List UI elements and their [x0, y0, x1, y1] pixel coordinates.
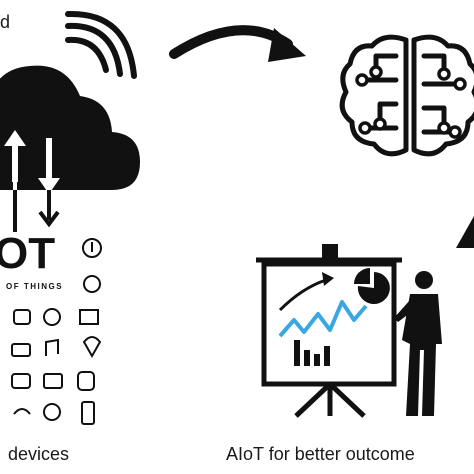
cloud-upload-download-icon	[0, 65, 140, 232]
partial-arrow-icon	[456, 216, 474, 248]
presenter-with-chart-icon	[256, 244, 442, 418]
wifi-signal-icon	[65, 10, 137, 79]
aiot-caption: AIoT for better outcome	[226, 444, 415, 464]
devices-caption: devices	[8, 444, 70, 464]
circuit-brain-icon	[339, 34, 474, 157]
iot-title: OT	[0, 229, 56, 278]
curved-arrow-icon	[169, 25, 306, 62]
cloud-caption: d	[0, 12, 11, 32]
thermometer-icon	[82, 238, 102, 258]
bulb-icon	[83, 275, 101, 293]
iot-subtitle: OF THINGS	[6, 282, 64, 291]
device-icon-grid	[11, 238, 102, 425]
